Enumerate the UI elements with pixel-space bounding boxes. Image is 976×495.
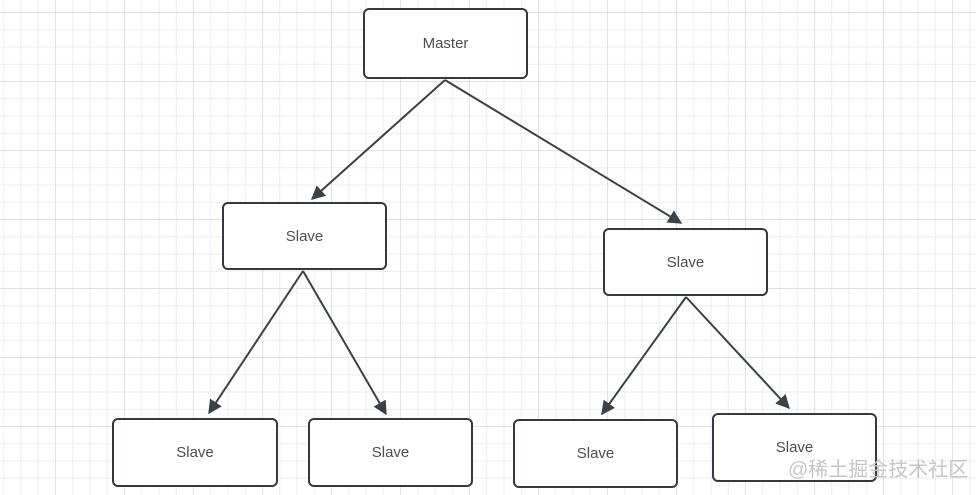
diagram-node-slave-right[interactable]: Slave bbox=[603, 228, 768, 296]
edge-slave-left-to-slave-bottom-2[interactable] bbox=[302, 270, 387, 416]
node-label: Slave bbox=[176, 444, 214, 461]
node-label: Master bbox=[422, 35, 469, 52]
node-label: Slave bbox=[285, 227, 324, 245]
node-label: Slave bbox=[666, 253, 705, 271]
node-label: Slave bbox=[576, 445, 615, 462]
diagram-node-slave-bottom-4[interactable]: Slave bbox=[712, 413, 877, 482]
edge-slave-left-to-slave-bottom-1[interactable] bbox=[208, 270, 304, 415]
edge-slave-right-to-slave-bottom-4[interactable] bbox=[685, 296, 790, 410]
edge-master-to-slave-right[interactable] bbox=[444, 79, 683, 224]
diagram-node-slave-bottom-3[interactable]: Slave bbox=[513, 419, 678, 488]
diagram-node-slave-bottom-1[interactable]: Slave bbox=[112, 418, 278, 487]
diagram-node-master[interactable]: Master bbox=[363, 8, 528, 79]
edge-master-to-slave-left[interactable] bbox=[310, 79, 446, 200]
node-label: Slave bbox=[775, 439, 814, 456]
edge-slave-right-to-slave-bottom-3[interactable] bbox=[601, 296, 687, 416]
diagram-node-slave-bottom-2[interactable]: Slave bbox=[308, 418, 473, 487]
node-label: Slave bbox=[371, 444, 410, 461]
diagram-node-slave-left[interactable]: Slave bbox=[222, 202, 387, 270]
watermark: @稀土掘金技术社区 bbox=[788, 459, 969, 481]
